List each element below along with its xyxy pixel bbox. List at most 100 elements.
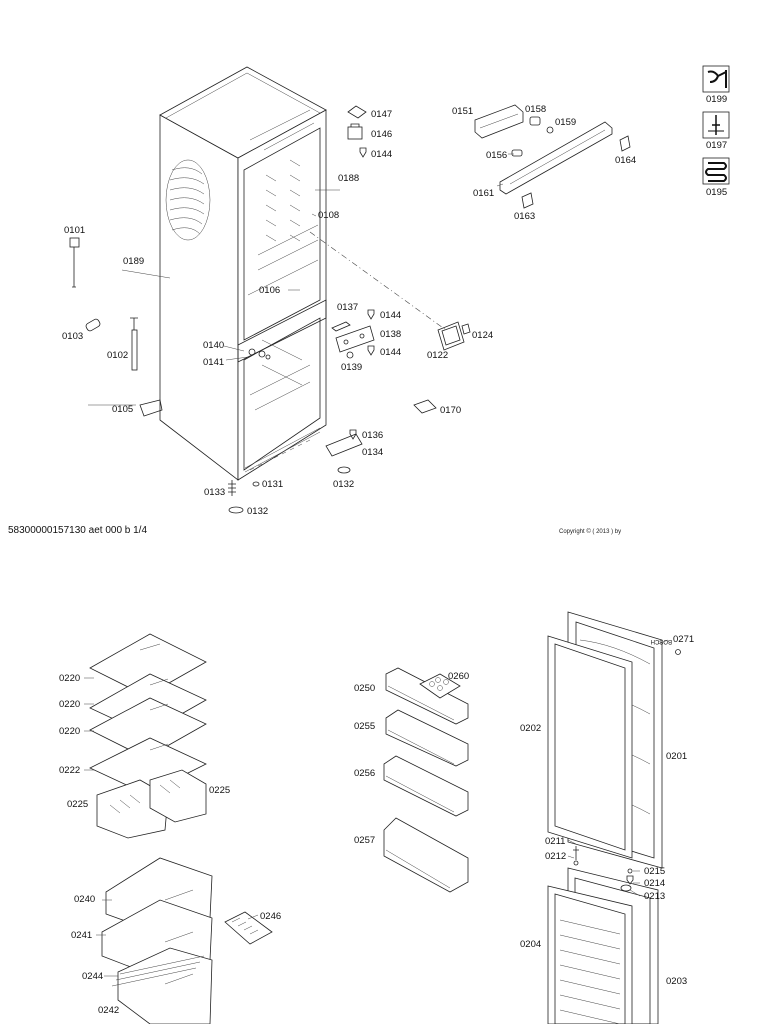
part-0144-screw-c (367, 345, 375, 356)
part-0159-bulb (546, 126, 554, 134)
label-0195: 0195 (706, 187, 727, 198)
label-0240: 0240 (74, 894, 95, 905)
screwdriver-icon (702, 111, 730, 139)
label-0105: 0105 (112, 404, 133, 415)
label-0158: 0158 (525, 104, 546, 115)
label-0188: 0188 (338, 173, 359, 184)
part-0133-foot-screw (228, 480, 236, 496)
label-0124: 0124 (472, 330, 493, 341)
label-0140: 0140 (203, 340, 224, 351)
wrench-icon (702, 65, 730, 93)
leader-lines-top (88, 153, 514, 406)
label-0141: 0141 (203, 357, 224, 368)
part-0105-foot (139, 399, 163, 417)
label-0137: 0137 (337, 302, 358, 313)
label-0204: 0204 (520, 939, 541, 950)
label-0147: 0147 (371, 109, 392, 120)
part-0124-clip (461, 323, 471, 335)
part-0147-cover (347, 105, 367, 119)
label-0101: 0101 (64, 225, 85, 236)
label-0136: 0136 (362, 430, 383, 441)
part-0102-sensor (130, 317, 138, 371)
glass-shelves (89, 633, 207, 795)
label-0134: 0134 (362, 447, 383, 458)
part-0136-screw (349, 429, 357, 440)
label-0246: 0246 (260, 911, 281, 922)
label-0255: 0255 (354, 721, 375, 732)
part-0163-plate (521, 192, 534, 209)
label-0146: 0146 (371, 129, 392, 140)
label-0220-b: 0220 (59, 699, 80, 710)
label-0222: 0222 (59, 765, 80, 776)
part-0131-ring (252, 481, 260, 487)
part-0134-bottom-hinge (325, 433, 363, 457)
label-0212: 0212 (545, 851, 566, 862)
label-0201: 0201 (666, 751, 687, 762)
label-0132-a: 0132 (333, 479, 354, 490)
labels-bottom-left: 0220 0220 0220 0222 0225 0225 0240 0241 … (59, 673, 281, 1016)
label-0164: 0164 (615, 155, 636, 166)
dash-leader (309, 231, 447, 331)
label-0108: 0108 (318, 210, 339, 221)
leader-lines-bottom-left (84, 677, 259, 977)
part-0101-power-cord (69, 237, 80, 288)
label-0163: 0163 (514, 211, 535, 222)
label-0144-a: 0144 (371, 149, 392, 160)
part-0138-hinge (335, 325, 375, 353)
label-0220-c: 0220 (59, 726, 80, 737)
label-0214: 0214 (644, 878, 665, 889)
labels-top: 0101 0103 0102 0105 0189 0106 0188 0108 … (62, 94, 727, 517)
label-0131: 0131 (262, 479, 283, 490)
label-0103: 0103 (62, 331, 83, 342)
label-0156: 0156 (486, 150, 507, 161)
part-0144-screw-a (359, 147, 367, 158)
label-0220-a: 0220 (59, 673, 80, 684)
label-0256: 0256 (354, 768, 375, 779)
label-0161: 0161 (473, 188, 494, 199)
label-0242: 0242 (98, 1005, 119, 1016)
label-0159: 0159 (555, 117, 576, 128)
part-0151-control (474, 104, 524, 139)
label-0139: 0139 (341, 362, 362, 373)
freezer-door-gasket (547, 885, 633, 1024)
crisper-boxes (96, 769, 207, 839)
part-0164-plate (619, 135, 631, 152)
part-0144-screw-b (367, 309, 375, 320)
leader-lines-bottom-right (567, 639, 669, 897)
part-0146-hinge (347, 123, 363, 140)
label-0138: 0138 (380, 329, 401, 340)
part-0132-foot-b (228, 506, 244, 514)
label-0271: 0271 (673, 634, 694, 645)
label-0170: 0170 (440, 405, 461, 416)
part-0158-knob (529, 116, 541, 126)
label-0122: 0122 (427, 350, 448, 361)
door-shelves (383, 667, 469, 893)
label-0213: 0213 (644, 891, 665, 902)
part-0103-cap (85, 318, 101, 332)
label-0132-b: 0132 (247, 506, 268, 517)
label-0225-a: 0225 (67, 799, 88, 810)
label-0215: 0215 (644, 866, 665, 877)
part-0140-0141-hinge-pins (248, 348, 271, 360)
label-0257: 0257 (354, 835, 375, 846)
label-0203: 0203 (666, 976, 687, 987)
label-0241: 0241 (71, 930, 92, 941)
label-0133: 0133 (204, 487, 225, 498)
copyright-text: Copyright © ( 2013 ) by (559, 528, 621, 535)
part-0132-foot-a (337, 466, 351, 474)
labels-bottom-middle: 0250 0260 0255 0256 0257 (354, 671, 469, 846)
label-0151: 0151 (452, 106, 473, 117)
fridge-door-gasket (547, 635, 633, 859)
part-0161-rail (499, 121, 613, 195)
egg-tray (419, 673, 461, 699)
label-0260: 0260 (448, 671, 469, 682)
label-0202: 0202 (520, 723, 541, 734)
ice-tray (224, 911, 273, 945)
label-0144-c: 0144 (380, 347, 401, 358)
door-small-parts (573, 846, 634, 892)
label-0250: 0250 (354, 683, 375, 694)
label-0244: 0244 (82, 971, 103, 982)
fridge-cabinet (159, 66, 327, 481)
label-0199: 0199 (706, 94, 727, 105)
